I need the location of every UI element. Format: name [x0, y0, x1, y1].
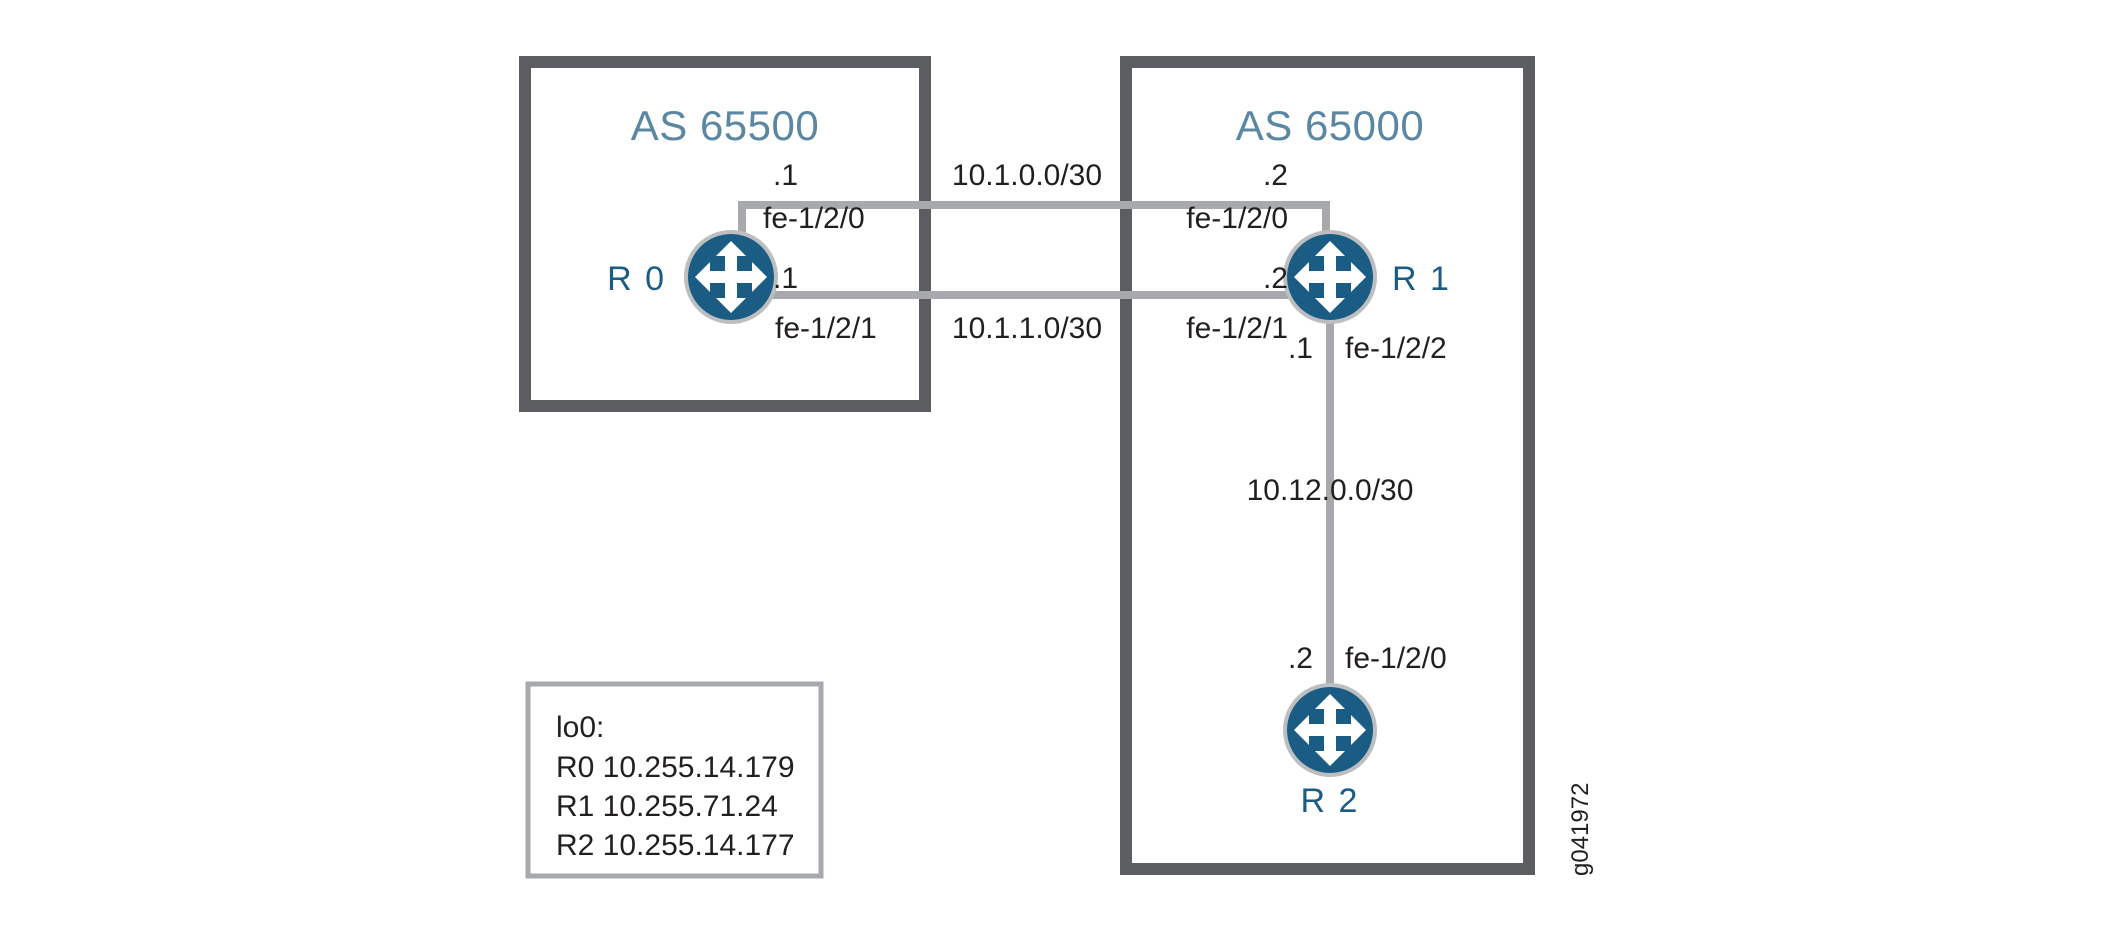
as-65000-title: AS 65000: [1236, 102, 1425, 149]
as-box-65000: AS 65000: [1120, 56, 1535, 875]
figure-id-text: g041972: [1567, 783, 1594, 876]
link-top-right-interface: fe-1/2/0: [1186, 202, 1288, 235]
router-r1[interactable]: R 1: [1283, 230, 1451, 324]
legend-entry-r0: R0 10.255.14.179: [556, 751, 795, 784]
legend-entry-r1: R1 10.255.71.24: [556, 790, 778, 823]
link-bottom-right-host: .2: [1263, 262, 1288, 295]
figure-id-watermark: g041972: [1567, 783, 1594, 876]
link-bottom-left-interface: fe-1/2/1: [775, 312, 877, 345]
router-r0[interactable]: R 0: [607, 230, 778, 324]
link-vertical-labels: .1 fe-1/2/2 10.12.0.0/30 .2 fe-1/2/0: [1247, 332, 1447, 675]
legend-entry-r2: R2 10.255.14.177: [556, 829, 795, 862]
link-top-left-host: .1: [773, 159, 798, 192]
link-bottom-left-host: .1: [773, 262, 798, 295]
router-r2[interactable]: R 2: [1283, 683, 1377, 820]
as-65500-title: AS 65500: [631, 102, 820, 149]
router-r1-label: R 1: [1392, 260, 1451, 298]
link-bottom-network: 10.1.1.0/30: [952, 312, 1102, 345]
as-65500-border: [519, 56, 931, 412]
link-top-labels: .1 fe-1/2/0 10.1.0.0/30 .2 fe-1/2/0: [763, 159, 1288, 235]
router-icon[interactable]: [1283, 230, 1377, 324]
link-top-network: 10.1.0.0/30: [952, 159, 1102, 192]
link-vertical-bottom-interface: fe-1/2/0: [1345, 642, 1447, 675]
link-vertical-bottom-host: .2: [1288, 642, 1313, 675]
as-65000-border: [1120, 56, 1535, 875]
router-r2-label: R 2: [1301, 782, 1360, 820]
legend-border: [525, 681, 824, 879]
loopback-legend: lo0: R0 10.255.14.179 R1 10.255.71.24 R2…: [525, 681, 824, 879]
legend-heading: lo0:: [556, 711, 604, 744]
link-vertical-top-interface: fe-1/2/2: [1345, 332, 1447, 365]
link-bottom-right-interface: fe-1/2/1: [1186, 312, 1288, 345]
router-icon[interactable]: [1283, 683, 1377, 777]
router-r0-label: R 0: [607, 260, 666, 298]
link-top-left-interface: fe-1/2/0: [763, 202, 865, 235]
link-top-right-host: .2: [1263, 159, 1288, 192]
router-icon[interactable]: [684, 230, 778, 324]
link-vertical-network: 10.12.0.0/30: [1247, 474, 1414, 507]
link-bottom-labels: .1 fe-1/2/1 10.1.1.0/30 .2 fe-1/2/1: [773, 262, 1288, 345]
as-box-65500: AS 65500: [519, 56, 931, 412]
link-vertical-top-host: .1: [1288, 332, 1313, 365]
